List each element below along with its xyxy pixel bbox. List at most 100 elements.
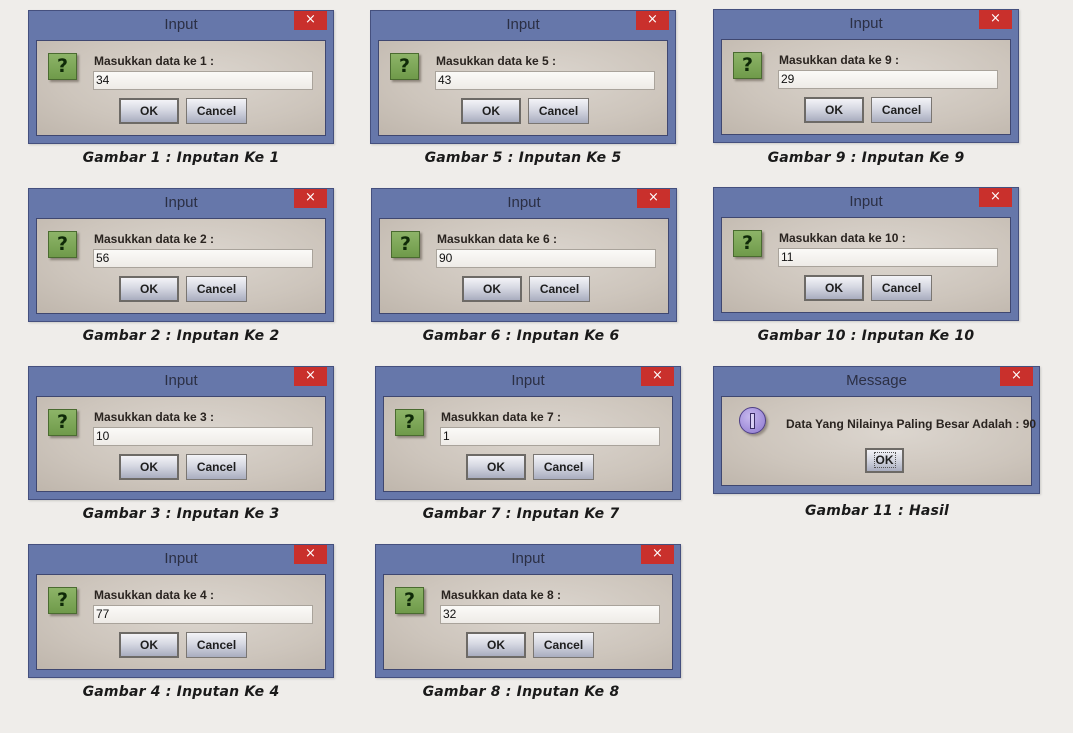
dialog-title: Input: [506, 16, 540, 33]
data-input[interactable]: 56: [93, 249, 313, 268]
close-icon[interactable]: ×: [294, 367, 327, 386]
prompt-label: Masukkan data ke 6 :: [437, 232, 558, 246]
dialog-title: Input: [511, 372, 545, 389]
dialog-title: Input: [164, 16, 198, 33]
input-dialog-9: Input × ? Masukkan data ke 9 : 29 OK Can…: [713, 9, 1019, 143]
prompt-label: Masukkan data ke 7 :: [441, 410, 562, 424]
prompt-label: Masukkan data ke 10 :: [779, 231, 906, 245]
dialog-title: Input: [849, 193, 883, 210]
dialog-title: Input: [164, 550, 198, 567]
input-dialog-8: Input × ? Masukkan data ke 8 : 32 OK Can…: [375, 544, 681, 678]
dialog-content: ? Masukkan data ke 6 : 90 OK Cancel: [379, 218, 669, 314]
close-icon[interactable]: ×: [636, 11, 669, 30]
prompt-label: Masukkan data ke 5 :: [436, 54, 557, 68]
cancel-button[interactable]: Cancel: [533, 454, 594, 480]
close-icon[interactable]: ×: [294, 545, 327, 564]
ok-button[interactable]: OK: [119, 454, 179, 480]
prompt-label: Masukkan data ke 3 :: [94, 410, 215, 424]
dialog-title: Input: [164, 194, 198, 211]
question-icon: ?: [48, 409, 77, 436]
input-dialog-7: Input × ? Masukkan data ke 7 : 1 OK Canc…: [375, 366, 681, 500]
figure-caption: Gambar 4 : Inputan Ke 4: [82, 684, 280, 700]
close-icon[interactable]: ×: [641, 367, 674, 386]
dialog-title: Message: [846, 372, 907, 389]
ok-button[interactable]: OK: [865, 448, 904, 473]
data-input[interactable]: 34: [93, 71, 313, 90]
data-input[interactable]: 77: [93, 605, 313, 624]
input-dialog-6: Input × ? Masukkan data ke 6 : 90 OK Can…: [371, 188, 677, 322]
cancel-button[interactable]: Cancel: [186, 276, 247, 302]
dialog-content: ? Masukkan data ke 8 : 32 OK Cancel: [383, 574, 673, 670]
cancel-button[interactable]: Cancel: [533, 632, 594, 658]
figure-caption: Gambar 5 : Inputan Ke 5: [424, 150, 622, 166]
figure-caption: Gambar 9 : Inputan Ke 9: [767, 150, 965, 166]
cancel-button[interactable]: Cancel: [871, 97, 932, 123]
dialog-content: ? Masukkan data ke 7 : 1 OK Cancel: [383, 396, 673, 492]
input-dialog-3: Input × ? Masukkan data ke 3 : 10 OK Can…: [28, 366, 334, 500]
figure-caption: Gambar 7 : Inputan Ke 7: [422, 506, 620, 522]
ok-button[interactable]: OK: [804, 275, 864, 301]
dialog-title: Input: [164, 372, 198, 389]
prompt-label: Masukkan data ke 8 :: [441, 588, 562, 602]
ok-button[interactable]: OK: [119, 98, 179, 124]
close-icon[interactable]: ×: [979, 10, 1012, 29]
data-input[interactable]: 10: [93, 427, 313, 446]
data-input[interactable]: 11: [778, 248, 998, 267]
result-message: Data Yang Nilainya Paling Besar Adalah :…: [786, 417, 1037, 431]
data-input[interactable]: 1: [440, 427, 660, 446]
dialog-content: ? Masukkan data ke 9 : 29 OK Cancel: [721, 39, 1011, 135]
ok-button[interactable]: OK: [119, 632, 179, 658]
cancel-button[interactable]: Cancel: [186, 632, 247, 658]
figure-caption: Gambar 6 : Inputan Ke 6: [422, 328, 620, 344]
question-icon: ?: [48, 53, 77, 80]
figure-caption: Gambar 10 : Inputan Ke 10: [757, 328, 975, 344]
data-input[interactable]: 90: [436, 249, 656, 268]
figure-caption: Gambar 11 : Hasil: [804, 503, 950, 519]
figure-caption: Gambar 2 : Inputan Ke 2: [82, 328, 280, 344]
cancel-button[interactable]: Cancel: [528, 98, 589, 124]
question-icon: ?: [390, 53, 419, 80]
dialog-content: ? Masukkan data ke 10 : 11 OK Cancel: [721, 217, 1011, 313]
dialog-title: Input: [507, 194, 541, 211]
cancel-button[interactable]: Cancel: [529, 276, 590, 302]
dialog-content: ? Masukkan data ke 4 : 77 OK Cancel: [36, 574, 326, 670]
ok-button[interactable]: OK: [466, 632, 526, 658]
close-icon[interactable]: ×: [294, 189, 327, 208]
question-icon: ?: [733, 230, 762, 257]
data-input[interactable]: 32: [440, 605, 660, 624]
ok-button-label: OK: [873, 452, 896, 468]
ok-button[interactable]: OK: [804, 97, 864, 123]
figure-caption: Gambar 1 : Inputan Ke 1: [82, 150, 280, 166]
close-icon[interactable]: ×: [641, 545, 674, 564]
dialog-content: ? Masukkan data ke 2 : 56 OK Cancel: [36, 218, 326, 314]
close-icon[interactable]: ×: [979, 188, 1012, 207]
ok-button[interactable]: OK: [462, 276, 522, 302]
input-dialog-5: Input × ? Masukkan data ke 5 : 43 OK Can…: [370, 10, 676, 144]
dialog-content: ? Masukkan data ke 1 : 34 OK Cancel: [36, 40, 326, 136]
prompt-label: Masukkan data ke 9 :: [779, 53, 900, 67]
dialog-title: Input: [849, 15, 883, 32]
prompt-label: Masukkan data ke 2 :: [94, 232, 215, 246]
input-dialog-10: Input × ? Masukkan data ke 10 : 11 OK Ca…: [713, 187, 1019, 321]
dialog-content: Data Yang Nilainya Paling Besar Adalah :…: [721, 396, 1036, 486]
prompt-label: Masukkan data ke 4 :: [94, 588, 215, 602]
cancel-button[interactable]: Cancel: [186, 98, 247, 124]
question-icon: ?: [395, 587, 424, 614]
question-icon: ?: [395, 409, 424, 436]
ok-button[interactable]: OK: [119, 276, 179, 302]
question-icon: ?: [48, 587, 77, 614]
figure-caption: Gambar 8 : Inputan Ke 8: [422, 684, 620, 700]
close-icon[interactable]: ×: [637, 189, 670, 208]
ok-button[interactable]: OK: [466, 454, 526, 480]
close-icon[interactable]: ×: [1000, 367, 1033, 386]
close-icon[interactable]: ×: [294, 11, 327, 30]
cancel-button[interactable]: Cancel: [871, 275, 932, 301]
cancel-button[interactable]: Cancel: [186, 454, 247, 480]
ok-button[interactable]: OK: [461, 98, 521, 124]
dialog-content: ? Masukkan data ke 5 : 43 OK Cancel: [378, 40, 668, 136]
data-input[interactable]: 43: [435, 71, 655, 90]
input-dialog-2: Input × ? Masukkan data ke 2 : 56 OK Can…: [28, 188, 334, 322]
data-input[interactable]: 29: [778, 70, 998, 89]
question-icon: ?: [48, 231, 77, 258]
figure-caption: Gambar 3 : Inputan Ke 3: [82, 506, 280, 522]
